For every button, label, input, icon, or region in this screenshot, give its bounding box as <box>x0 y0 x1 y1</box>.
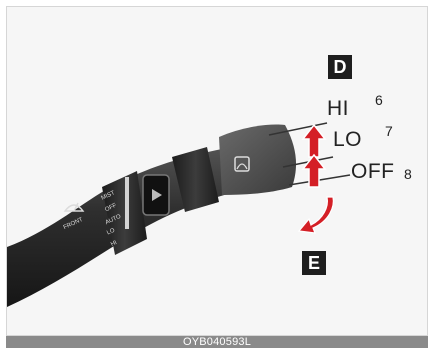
down-curved-arrow-icon <box>299 197 333 233</box>
diagram-frame: FRONT MIST OFF AUTO LO HI D HI 6 LO 7 OF… <box>6 6 428 336</box>
position-label-hi: HI <box>327 98 349 120</box>
position-number-6: 6 <box>375 93 383 107</box>
up-arrow-icon <box>303 125 325 187</box>
position-number-8: 8 <box>404 167 412 181</box>
position-number-7: 7 <box>385 124 393 138</box>
badge-e: E <box>302 251 326 275</box>
figure-caption: OYB040593L <box>6 335 428 349</box>
position-label-lo: LO <box>333 129 362 151</box>
position-label-off: OFF <box>351 161 395 183</box>
stalk-end-cap <box>219 125 296 196</box>
badge-d: D <box>328 55 352 79</box>
caption-bar: OYB040593L <box>6 336 428 348</box>
